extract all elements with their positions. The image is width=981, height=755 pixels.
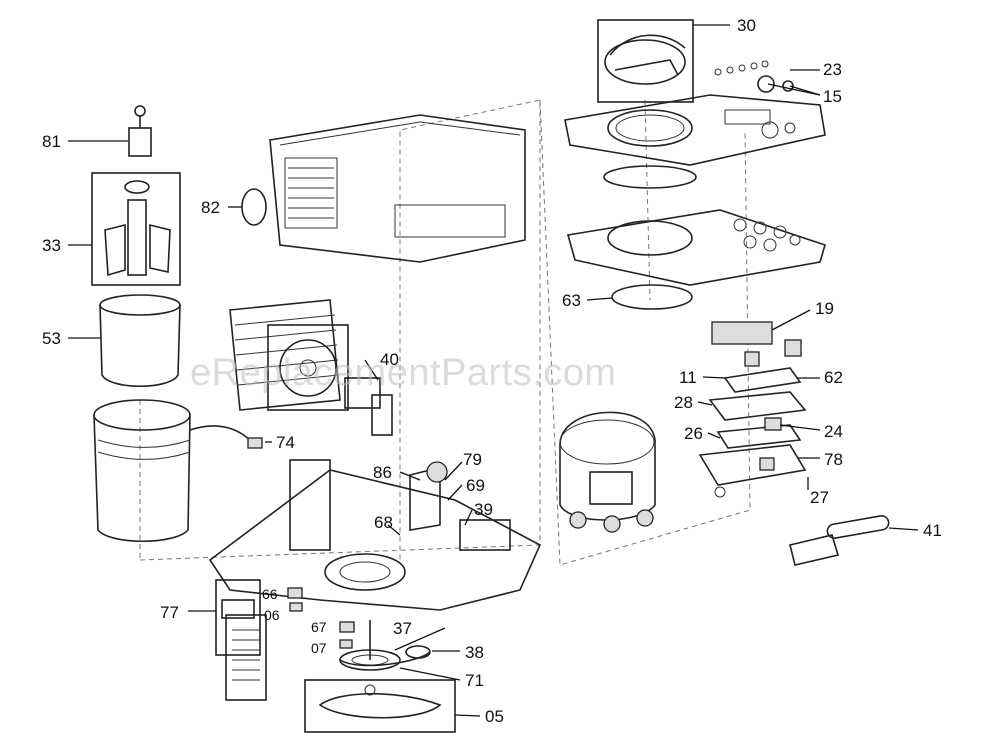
part-40-condenser-fan bbox=[229, 299, 393, 436]
callout-63: 63 bbox=[562, 291, 581, 310]
callout-86: 86 bbox=[373, 463, 392, 482]
callout-69: 69 bbox=[466, 476, 485, 495]
callout-39: 39 bbox=[474, 500, 493, 519]
part-control-boards bbox=[698, 321, 807, 498]
callout-77: 77 bbox=[160, 603, 179, 622]
callout-30: 30 bbox=[737, 16, 756, 35]
part-63-control-panel bbox=[566, 209, 826, 310]
part-30-lid bbox=[597, 19, 694, 103]
callout-38: 38 bbox=[465, 643, 484, 662]
assembly-guides bbox=[139, 99, 751, 566]
part-05-belt-tray bbox=[304, 679, 456, 733]
callout-78: 78 bbox=[824, 450, 843, 469]
callout-79: 79 bbox=[463, 450, 482, 469]
callout-81: 81 bbox=[42, 132, 61, 151]
callout-41: 41 bbox=[923, 521, 942, 540]
callout-74: 74 bbox=[276, 433, 295, 452]
callout-05: 05 bbox=[485, 707, 504, 726]
callout-53: 53 bbox=[42, 329, 61, 348]
part-82-housing bbox=[241, 114, 526, 263]
callout-26: 26 bbox=[684, 424, 703, 443]
callout-71: 71 bbox=[465, 671, 484, 690]
part-81-paddle-cap bbox=[128, 105, 152, 157]
part-top-panel bbox=[564, 94, 826, 166]
callout-19: 19 bbox=[815, 299, 834, 318]
callout-66: 66 bbox=[262, 586, 278, 602]
callout-15: 15 bbox=[823, 87, 842, 106]
callout-40: 40 bbox=[380, 350, 399, 369]
part-33-paddle bbox=[91, 172, 181, 286]
callout-06: 06 bbox=[264, 607, 280, 623]
leader-lines bbox=[68, 24, 919, 717]
callout-67: 67 bbox=[311, 619, 327, 635]
callout-68: 68 bbox=[374, 513, 393, 532]
callout-28: 28 bbox=[674, 393, 693, 412]
callout-37: 37 bbox=[393, 619, 412, 638]
callout-11: 11 bbox=[679, 368, 697, 387]
part-41-spatula bbox=[789, 515, 890, 566]
part-gasket-ring bbox=[603, 165, 697, 189]
watermark-text: eReplacementParts.com bbox=[190, 352, 617, 394]
callout-07: 07 bbox=[311, 640, 327, 656]
callout-33: 33 bbox=[42, 236, 61, 255]
part-drive-pulleys bbox=[339, 620, 431, 671]
callout-23: 23 bbox=[823, 60, 842, 79]
part-53-bowl bbox=[99, 294, 181, 388]
callout-82: 82 bbox=[201, 198, 220, 217]
part-23-knob bbox=[714, 60, 794, 93]
part-77-power-module bbox=[215, 579, 267, 701]
callout-24: 24 bbox=[824, 422, 843, 441]
part-freezing-bowl bbox=[93, 399, 263, 542]
callout-27: 27 bbox=[810, 488, 829, 507]
part-small-fasteners bbox=[287, 587, 355, 649]
callout-62: 62 bbox=[824, 368, 843, 387]
part-compressor bbox=[559, 411, 656, 533]
